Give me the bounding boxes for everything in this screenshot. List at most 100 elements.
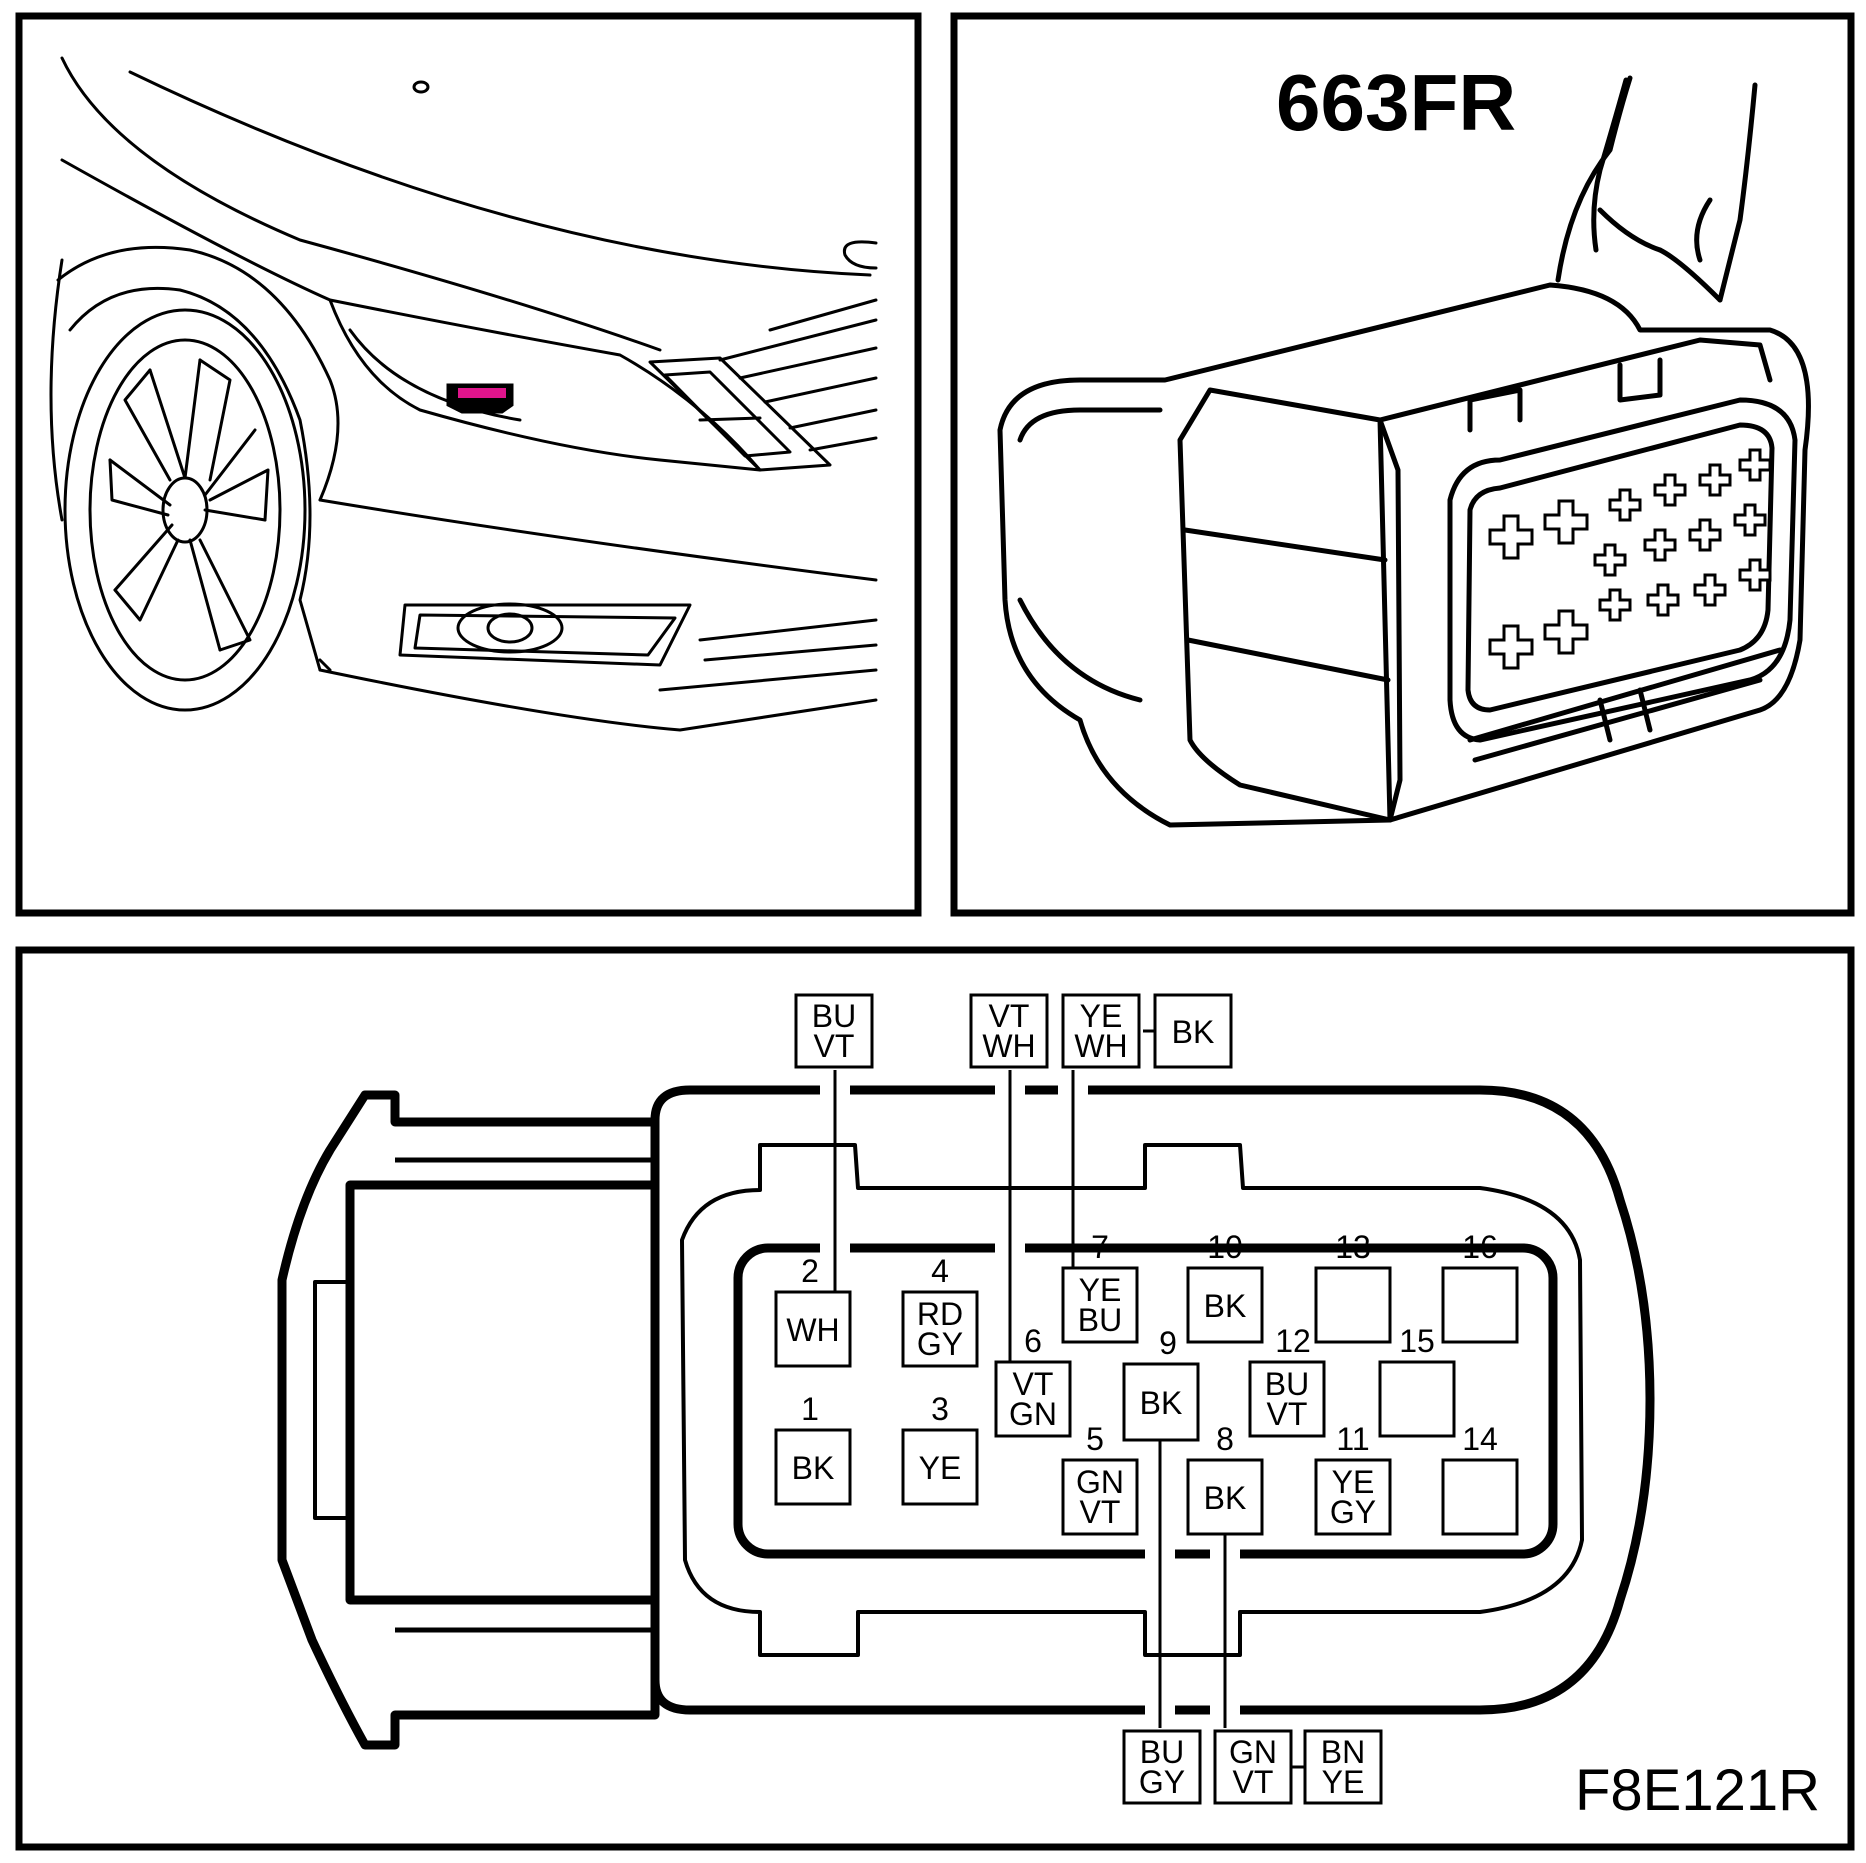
- pin-6-color-stripe: GN: [1009, 1396, 1057, 1432]
- external-wire-6-color-primary: GN: [1229, 1734, 1277, 1770]
- pin-12-color-stripe: VT: [1267, 1396, 1308, 1432]
- pin-1-number: 1: [801, 1391, 819, 1427]
- external-wire-6-color-stripe: VT: [1233, 1764, 1274, 1800]
- pin-8: BK: [1186, 1458, 1264, 1536]
- pin-3-color: YE: [919, 1450, 962, 1486]
- pin-14-number: 14: [1462, 1421, 1498, 1457]
- external-wire-1-box: [794, 993, 874, 1069]
- external-wire-2-box: [969, 993, 1049, 1069]
- pin-13-box: [1314, 1266, 1392, 1344]
- pin-1-box: [774, 1428, 852, 1506]
- pin-15-number: 15: [1399, 1323, 1435, 1359]
- external-wire-2-color-stripe: WH: [982, 1028, 1035, 1064]
- figure-code-label: F8E121R: [1575, 1758, 1820, 1823]
- pin-9-box: [1122, 1362, 1200, 1442]
- pin-7-color-primary: YE: [1079, 1272, 1122, 1308]
- pin-6-color-primary: VT: [1013, 1366, 1054, 1402]
- connector-cavities: [1488, 448, 1772, 670]
- pin-2-box: [774, 1290, 852, 1368]
- connector-code-label: 663FR: [1276, 58, 1516, 147]
- pin-11-box: [1314, 1458, 1392, 1536]
- pin-10-box: [1186, 1266, 1264, 1344]
- pin-16-number: 16: [1462, 1229, 1498, 1265]
- pinout-panel: [15, 946, 1855, 1851]
- external-wire-1-color-primary: BU: [812, 998, 856, 1034]
- pin-10-color: BK: [1204, 1288, 1247, 1324]
- pin-4-number: 4: [931, 1253, 949, 1289]
- external-wire-1-color-stripe: VT: [814, 1028, 855, 1064]
- pin-7-box: [1061, 1266, 1139, 1344]
- pin-7-number: 7: [1091, 1229, 1109, 1265]
- pin-7-color-stripe: BU: [1078, 1302, 1122, 1338]
- wire-leads: [833, 1029, 1305, 1769]
- pin-14-box: [1441, 1458, 1519, 1536]
- location-panel: [15, 12, 922, 917]
- pin-8-box: [1186, 1458, 1264, 1536]
- external-wire-3-color-primary: YE: [1080, 998, 1123, 1034]
- pin-10: BK: [1186, 1266, 1264, 1344]
- pin-4-color-primary: RD: [917, 1296, 963, 1332]
- pin-8-number: 8: [1216, 1421, 1234, 1457]
- pin-cavities: BK1WH2YE3RDGY4GNVT5VTGN6YEBU7BK8BK9BK10Y…: [774, 1229, 1519, 1536]
- external-wire-2-color-primary: VT: [989, 998, 1030, 1034]
- external-wire-5-color-primary: BU: [1140, 1734, 1184, 1770]
- pin-11-color-primary: YE: [1332, 1464, 1375, 1500]
- pin-8-color: BK: [1204, 1480, 1247, 1516]
- pin-13: [1314, 1266, 1392, 1344]
- pin-5-color-stripe: VT: [1080, 1494, 1121, 1530]
- external-wire-6-box: [1213, 1729, 1293, 1805]
- pin-11-color-stripe: GY: [1330, 1494, 1376, 1530]
- pin-3-number: 3: [931, 1391, 949, 1427]
- pin-11-number: 11: [1336, 1421, 1369, 1457]
- connector-location-marker: [446, 383, 514, 414]
- pin-15-box: [1378, 1360, 1456, 1438]
- pin-16: [1441, 1266, 1519, 1344]
- external-wire-4: BK: [1153, 993, 1233, 1069]
- pin-1: BK: [774, 1428, 852, 1506]
- pin-2-number: 2: [801, 1253, 819, 1289]
- pin-5-box: [1061, 1458, 1139, 1536]
- pin-16-box: [1441, 1266, 1519, 1344]
- connector-photo-panel: [950, 12, 1855, 917]
- pin-3: YE: [901, 1428, 979, 1506]
- external-wire-7-box: [1303, 1729, 1383, 1805]
- external-wire-4-color: BK: [1172, 1014, 1215, 1050]
- external-wire-3-color-stripe: WH: [1074, 1028, 1127, 1064]
- pin-12-number: 12: [1275, 1323, 1311, 1359]
- pin-12-box: [1248, 1360, 1326, 1438]
- pin-12-color-primary: BU: [1265, 1366, 1309, 1402]
- pin-14: [1441, 1458, 1519, 1536]
- pin-4-box: [901, 1290, 979, 1368]
- external-wire-7-color-stripe: YE: [1322, 1764, 1365, 1800]
- pin-6-box: [994, 1360, 1072, 1438]
- external-wire-5-color-stripe: GY: [1139, 1764, 1185, 1800]
- external-wire-7-color-primary: BN: [1321, 1734, 1365, 1770]
- vehicle-front-illustration: [49, 56, 878, 732]
- external-wire-3-box: [1061, 993, 1141, 1069]
- pin-5-color-primary: GN: [1076, 1464, 1124, 1500]
- pin-2: WH: [774, 1290, 852, 1368]
- pin-6-number: 6: [1024, 1323, 1042, 1359]
- pin-9-number: 9: [1159, 1325, 1177, 1361]
- pin-9: BK: [1122, 1362, 1200, 1442]
- pin-1-color: BK: [792, 1450, 835, 1486]
- pin-9-color: BK: [1140, 1385, 1183, 1421]
- pin-3-box: [901, 1428, 979, 1506]
- external-wire-5-box: [1122, 1729, 1202, 1805]
- pin-13-number: 13: [1335, 1229, 1371, 1265]
- connector-3d-illustration: [997, 75, 1811, 828]
